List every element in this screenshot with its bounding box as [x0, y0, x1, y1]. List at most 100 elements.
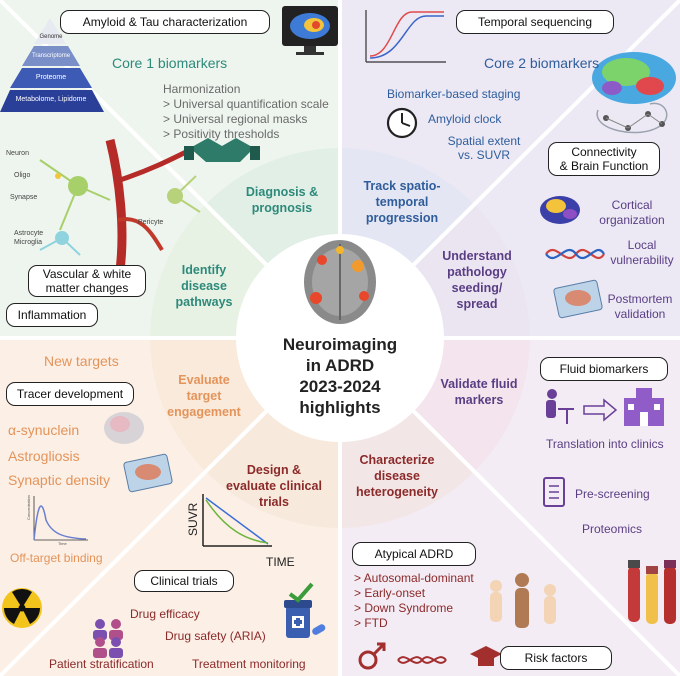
cortical-line: Cortical — [611, 198, 653, 212]
atypical-item: > Early-onset — [354, 586, 426, 600]
mini-axis-y: Concentration — [26, 495, 31, 520]
segment-diagnosis: Diagnosis & prognosis — [245, 185, 319, 215]
fluid-biomarkers-box: Fluid biomarkers — [540, 357, 668, 381]
suvr-time-chart — [202, 494, 272, 547]
center-title-line: 2023-2024 — [299, 377, 381, 396]
harmonization-item: > Universal quantification scale — [163, 97, 329, 111]
brain-scan-icon — [304, 240, 376, 324]
tissue-slide-icon — [553, 279, 603, 319]
time-axis-label: TIME — [266, 555, 295, 569]
segment-track-progression: Track spatio-temporal progression — [363, 179, 441, 225]
radiation-icon — [2, 588, 42, 628]
postmortem-line: Postmortem — [607, 292, 673, 306]
clipboard-icon — [543, 477, 565, 507]
pre-screening: Pre-screening — [575, 487, 650, 501]
omics-pyramid-icon — [0, 18, 104, 112]
postmortem-validation: Postmortem validation — [604, 292, 676, 322]
male-symbol-icon — [358, 642, 386, 670]
center-title-line: highlights — [299, 398, 381, 417]
segment-validate-fluid: Validate fluid markers — [440, 377, 518, 407]
human-figures-icon — [490, 573, 556, 628]
amyloid-clock: Amyloid clock — [428, 112, 502, 126]
pyramid-proteome: Proteome — [35, 74, 67, 81]
patient-group-icon — [93, 619, 123, 658]
tracer-brain-icon — [104, 412, 144, 444]
harmonization-item: Harmonization — [163, 82, 241, 96]
connectivity-box: Connectivity & Brain Function — [548, 142, 660, 176]
postmortem-line: validation — [614, 307, 666, 321]
researcher-icon — [546, 389, 574, 424]
segment-design-trials: Design & evaluate clinical trials — [226, 463, 322, 509]
atypical-adrd-box: Atypical ADRD — [352, 542, 476, 566]
inflammation-box: Inflammation — [6, 303, 98, 327]
spatial-extent: Spatial extent vs. SUVR — [444, 134, 524, 162]
patient-stratification: Patient stratification — [49, 657, 154, 671]
harmonization-item: > Universal regional masks — [163, 112, 308, 126]
atypical-item: > FTD — [354, 616, 388, 630]
cortical-line: organization — [599, 213, 665, 227]
center-circle — [236, 234, 444, 442]
harmonization-list: Harmonization > Universal quantification… — [163, 82, 329, 142]
segment-identify-pathways: Identify disease pathways — [175, 263, 233, 309]
cell-oligo: Oligo — [14, 172, 31, 179]
sigmoid-curves-icon — [365, 10, 446, 63]
center-title-line: Neuroimaging — [282, 335, 398, 354]
arrow-right-icon — [583, 398, 618, 422]
off-target-binding: Off-target binding — [10, 551, 103, 565]
dna-risk-icon — [397, 656, 447, 664]
segment-understand-spread: Understand pathology seeding/ spread — [442, 249, 512, 311]
pyramid-transcriptome: Transcriptome — [31, 53, 71, 59]
temporal-sequencing-box: Temporal sequencing — [456, 10, 614, 34]
center-title: Neuroimaging in ADRD 2023-2024 highlight… — [255, 334, 425, 418]
tracer-synaptic-density: Synaptic density — [8, 472, 110, 488]
medication-icon — [284, 600, 326, 638]
tracer-slide-icon — [123, 453, 173, 493]
cell-astrocyte: Astrocyte — [14, 230, 44, 237]
clock-icon — [386, 107, 418, 139]
spatial-line: vs. SUVR — [457, 148, 510, 162]
connectome-brain-icon — [592, 52, 676, 134]
pyramid-genome: Genome — [39, 34, 63, 40]
amyloid-tau-box: Amyloid & Tau characterization — [60, 10, 270, 34]
cortical-brain-icon — [540, 196, 580, 224]
translation-clinics: Translation into clinics — [546, 437, 664, 451]
tracer-astrogliosis: Astrogliosis — [8, 448, 80, 464]
center-title-line: in ADRD — [305, 356, 375, 375]
vascular-box: Vascular & white matter changes — [28, 265, 146, 297]
cell-microglia: Microglia — [14, 239, 43, 246]
tracer-development-box: Tracer development — [6, 382, 134, 406]
checkmark-icon — [288, 582, 314, 603]
connectivity-line: Connectivity — [571, 145, 637, 159]
tracer-alpha-synuclein: α-synuclein — [8, 422, 80, 438]
cell-pericyte: Pericyte — [138, 219, 164, 226]
drug-efficacy: Drug efficacy — [130, 607, 200, 621]
graduation-cap-icon — [470, 646, 502, 666]
biomarker-staging: Biomarker-based staging — [387, 87, 521, 101]
clinical-trials-box: Clinical trials — [134, 570, 234, 592]
spatial-line: Spatial extent — [447, 134, 521, 148]
cortical-organization: Cortical organization — [584, 198, 680, 228]
local-vulnerability: Local vulnerability — [606, 238, 678, 268]
blood-tubes-icon — [628, 560, 676, 624]
harmonization-item: > Positivity thresholds — [163, 127, 280, 141]
atypical-item: > Autosomal-dominant — [354, 571, 474, 585]
pyramid-metabolome: Metabolome, Lipidome — [15, 96, 87, 103]
proteomics: Proteomics — [582, 522, 643, 536]
new-targets: New targets — [44, 353, 119, 369]
core1-label: Core 1 biomarkers — [112, 55, 228, 71]
hospital-icon — [624, 388, 664, 426]
connectivity-line: & Brain Function — [559, 159, 649, 173]
concentration-time-chart — [33, 496, 88, 541]
cell-synapse: Synapse — [10, 194, 38, 201]
local-line: vulnerability — [610, 253, 674, 267]
atypical-list: > Autosomal-dominant > Early-onset > Dow… — [354, 571, 474, 631]
dna-icon — [545, 248, 605, 260]
core2-label: Core 2 biomarkers — [484, 55, 600, 71]
mini-axis-x: Time — [58, 541, 67, 546]
suvr-axis-label: SUVR — [186, 502, 200, 536]
monitor-brain-icon — [282, 6, 338, 55]
local-line: Local — [627, 238, 657, 252]
segment-characterize-heterogeneity: Characterize disease heterogeneity — [356, 453, 438, 499]
handshake-icon — [184, 138, 260, 162]
